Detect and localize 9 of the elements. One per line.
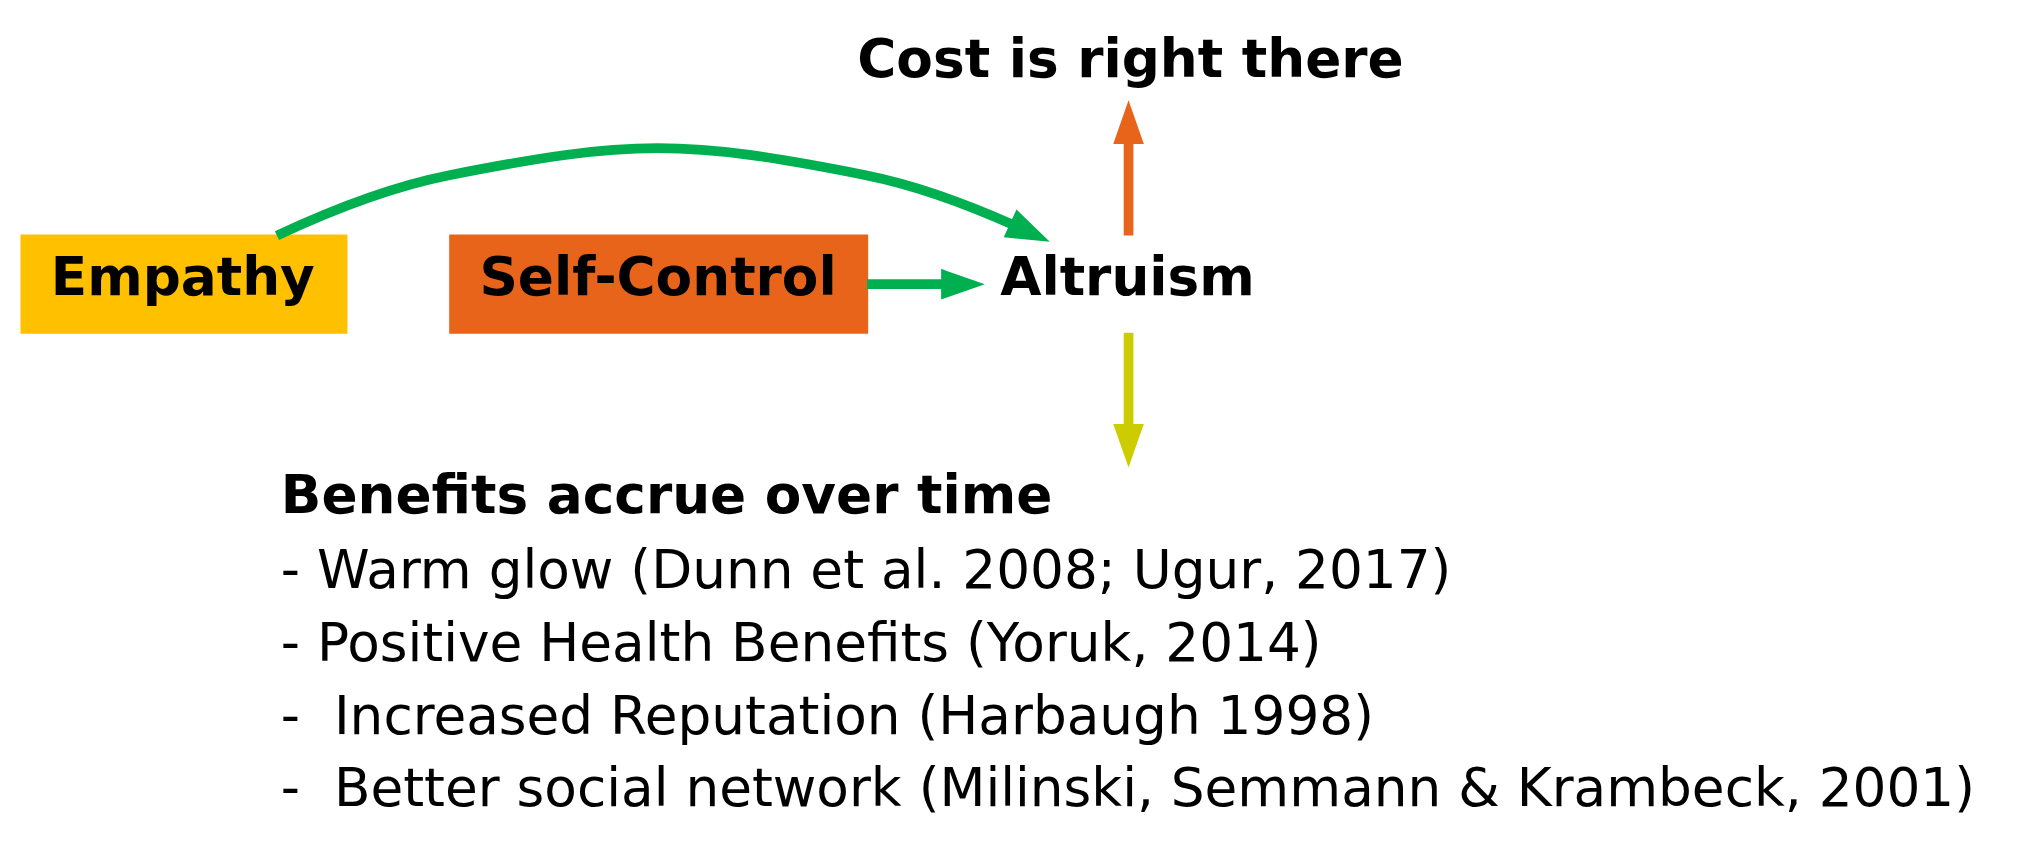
- node-text: Cost is right there: [856, 28, 1404, 91]
- node-text: Altruism: [999, 246, 1255, 309]
- node-box: Self-Control: [448, 234, 868, 334]
- arrow: [866, 268, 985, 300]
- arrow: [1112, 100, 1144, 236]
- arrow: [1112, 332, 1144, 468]
- arrow: [274, 143, 1050, 242]
- node-box: Empathy: [20, 234, 347, 334]
- node-text: Benefits accrue over time - Warm glow (Dunn et al. 2008; Ugur, 2017) - Positive Health Benefits (Yoruk, 2014) - Increased Reputation (Harbaugh 1998) - Better social network (Milinski, Semmann & Krambeck, 2001): [280, 464, 1975, 820]
